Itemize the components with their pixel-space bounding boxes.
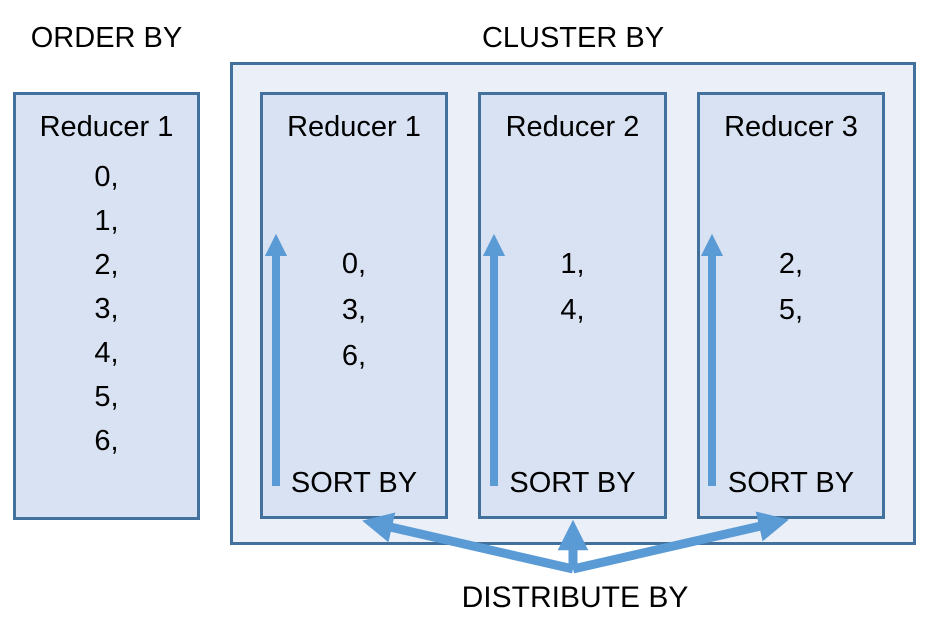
reducer-values: 0, 1, 2, 3, 4, 5, 6, (16, 155, 197, 463)
reducer-value: 0, (94, 161, 119, 193)
reducer-value: 3, (94, 293, 119, 325)
reducer-value: 6, (94, 425, 119, 457)
reducer-value: 5, (94, 381, 119, 413)
sort-by-label: SORT BY (727, 467, 855, 499)
reducer-value: 0, (341, 248, 367, 280)
order-by-reducer-box: Reducer 1 0, 1, 2, 3, 4, 5, 6, (13, 92, 200, 520)
reducer-values: 1, 4, (481, 241, 664, 333)
sort-by-label: SORT BY (509, 467, 636, 499)
reducer-value: 6, (341, 340, 367, 372)
cluster-reducer-box-2: Reducer 2 1, 4, SORT BY (478, 92, 667, 519)
reducer-value: 2, (94, 249, 119, 281)
reducer-label: Reducer 1 (287, 111, 421, 143)
reducer-values: 2, 5, (700, 241, 882, 333)
reducer-label: Reducer 1 (39, 111, 174, 143)
reducer-value: 5, (778, 294, 804, 326)
reducer-value: 4, (94, 337, 119, 369)
cluster-reducer-box-3: Reducer 3 2, 5, SORT BY (697, 92, 885, 519)
reducer-value: 3, (341, 294, 367, 326)
reducer-label: Reducer 2 (505, 111, 640, 143)
reducer-label: Reducer 3 (724, 111, 858, 143)
reducer-values: 0, 3, 6, (263, 241, 445, 379)
sort-by-label: SORT BY (290, 467, 418, 499)
cluster-reducer-box-1: Reducer 1 0, 3, 6, SORT BY (260, 92, 448, 519)
cluster-by-title: CLUSTER BY (481, 22, 665, 54)
distribute-by-label: DISTRIBUTE BY (461, 581, 689, 614)
reducer-value: 2, (778, 248, 804, 280)
reducer-value: 1, (94, 205, 119, 237)
order-by-title: ORDER BY (30, 22, 183, 54)
reducer-value: 1, (560, 248, 585, 280)
reducer-value: 4, (560, 294, 585, 326)
